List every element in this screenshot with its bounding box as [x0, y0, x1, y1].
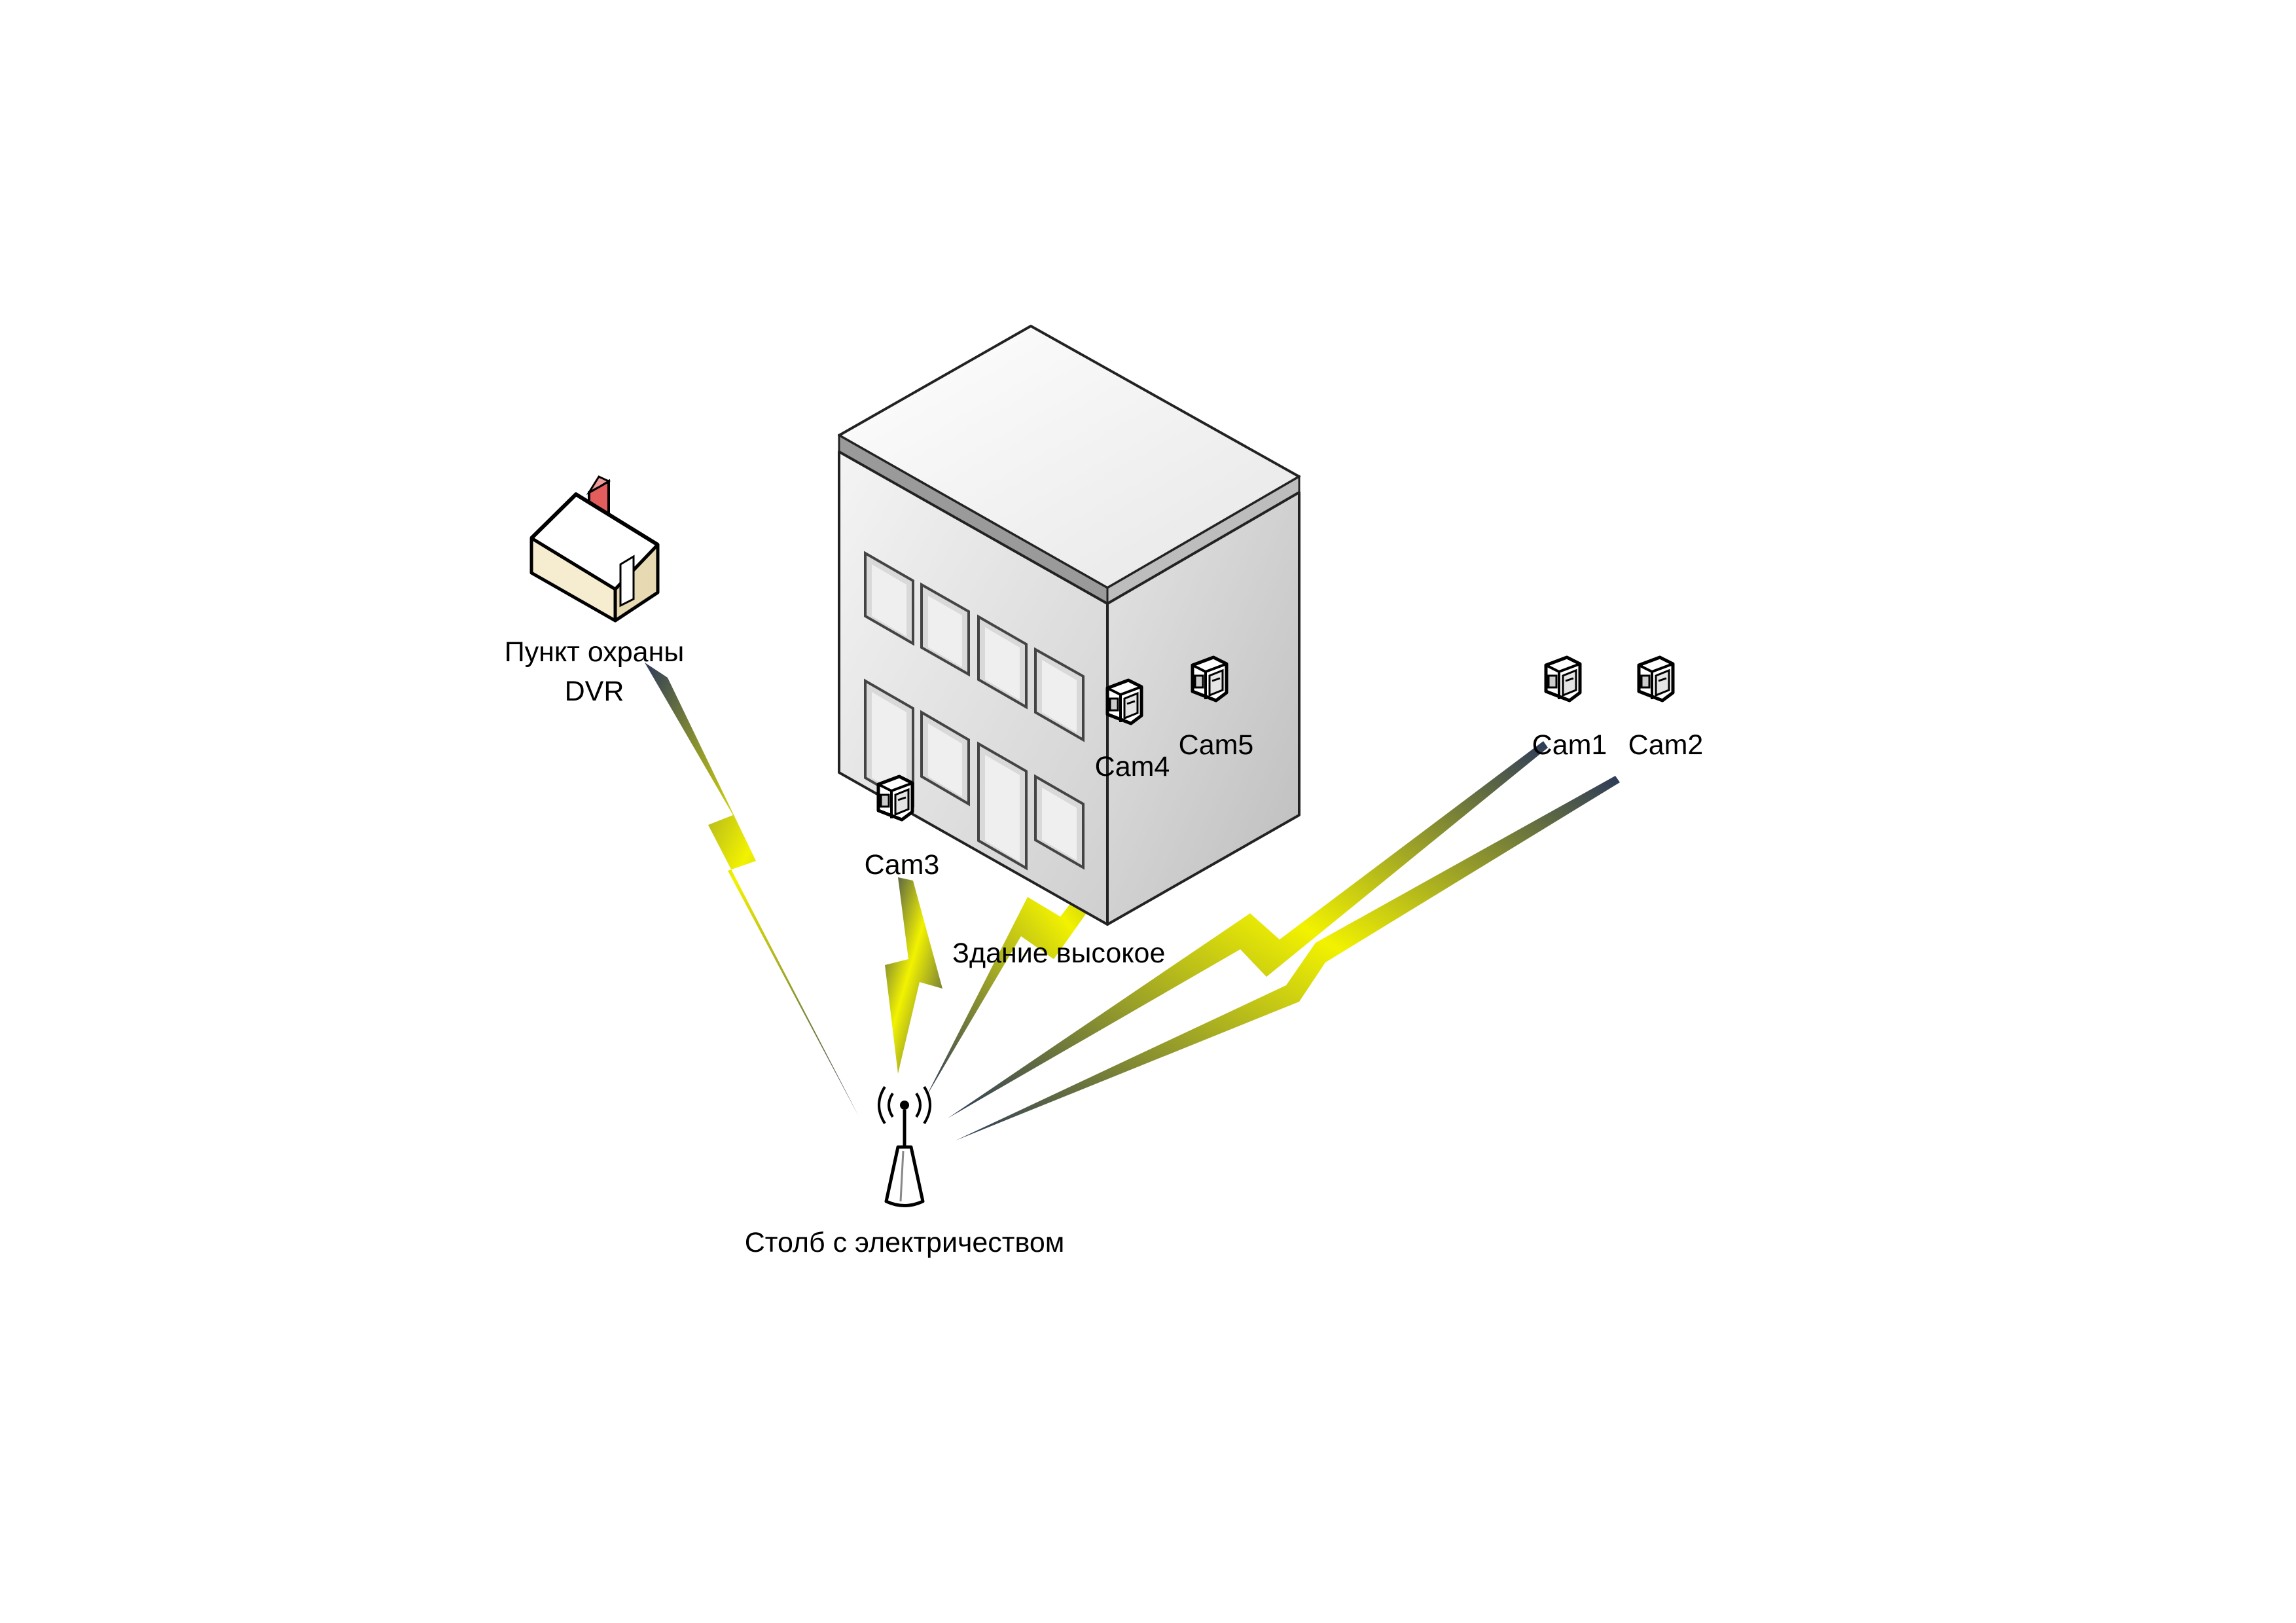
office-building-icon [838, 325, 1300, 926]
guard-post-label-line2: DVR [565, 676, 624, 707]
cam3-label: Cam3 [865, 849, 940, 881]
cam2-label: Cam2 [1628, 729, 1704, 761]
wireless-link-guard-post [645, 663, 859, 1116]
cctv-camera-icon-cam4 [1107, 680, 1141, 723]
cam5-label: Cam5 [1179, 729, 1254, 761]
cctv-camera-icon-cam1 [1546, 657, 1580, 701]
guard-post-label-line1: Пункт охраны [505, 636, 685, 668]
cam1-label: Cam1 [1532, 729, 1607, 761]
cctv-camera-icon-cam2 [1639, 657, 1673, 701]
cam4-label: Cam4 [1095, 751, 1170, 782]
cctv-camera-icon-cam5 [1193, 657, 1227, 701]
radio-tower-icon [878, 1085, 931, 1207]
pole-label: Столб с электричеством [745, 1227, 1065, 1258]
building-label: Здание высокое [952, 938, 1165, 969]
cctv-camera-icon-cam3 [878, 776, 912, 820]
wireless-link-cam1 [948, 741, 1548, 1118]
wireless-link-cam3 [885, 877, 942, 1074]
wireless-link-cam2 [956, 776, 1620, 1140]
house-icon [529, 475, 660, 623]
